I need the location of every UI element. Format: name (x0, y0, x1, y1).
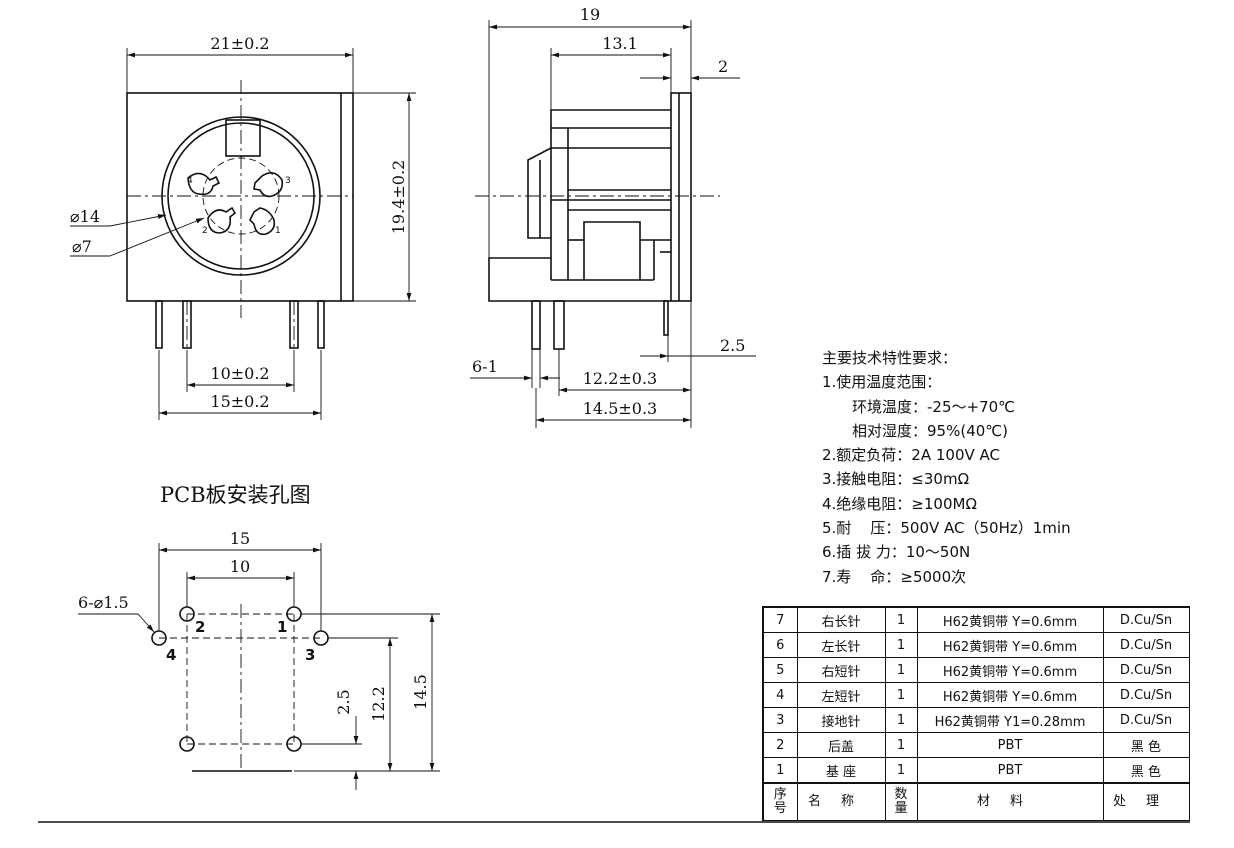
spec-line: 1.使用温度范围： (822, 373, 942, 392)
spec-line: 4.绝缘电阻：≥100MΩ (822, 494, 977, 513)
pcb-label-3: 3 (305, 646, 315, 664)
bom-cell-no: 6 (762, 632, 798, 658)
bom-cell-name: 后盖 (796, 732, 886, 758)
svg-text:4: 4 (187, 176, 193, 186)
pcb-dim-hole: 6-⌀1.5 (78, 593, 129, 612)
pcb-layout: PCB板安装孔图 1 2 3 4 15 10 6-⌀1.5 (78, 483, 440, 790)
bom-cell-qty: 1 (884, 757, 918, 784)
dim-front-10: 10±0.2 (210, 364, 269, 383)
spec-line: 相对湿度：95%(40℃) (852, 421, 1008, 440)
bom-header-material: 材料 (916, 782, 1104, 821)
pcb-dim-10: 10 (230, 557, 250, 576)
dim-side-19: 19 (580, 5, 600, 24)
bom-cell-no: 4 (762, 682, 798, 708)
bom-cell-material: PBT (916, 757, 1104, 784)
pcb-dim-15: 15 (230, 529, 250, 548)
bom-cell-material: PBT (916, 732, 1104, 758)
bom-cell-material: H62黄铜带 Y1=0.28mm (916, 707, 1104, 733)
bom-cell-name: 基 座 (796, 757, 886, 784)
bom-cell-no: 2 (762, 732, 798, 758)
dim-side-13-1: 13.1 (602, 34, 638, 53)
bom-cell-qty: 1 (884, 707, 918, 733)
bom-cell-process: D.Cu/Sn (1102, 606, 1190, 633)
spec-line: 6.插 拔 力：10～50N (822, 543, 971, 562)
dim-dia7: ⌀7 (72, 237, 92, 256)
svg-text:3: 3 (285, 176, 291, 186)
pcb-dim-14-5: 14.5 (411, 674, 430, 710)
spec-line: 3.接触电阻：≤30mΩ (822, 470, 970, 489)
pcb-dim-12-2: 12.2 (369, 686, 388, 722)
bom-cell-qty: 1 (884, 682, 918, 708)
bom-cell-name: 右长针 (796, 606, 886, 633)
dim-side-6-1: 6-1 (472, 357, 498, 376)
bom-cell-material: H62黄铜带 Y=0.6mm (916, 606, 1104, 633)
bom-cell-qty: 1 (884, 657, 918, 683)
bom-cell-process: 黑 色 (1102, 757, 1190, 784)
dim-dia14: ⌀14 (70, 207, 100, 226)
bom-cell-process: D.Cu/Sn (1102, 632, 1190, 658)
bom-cell-name: 右短针 (796, 657, 886, 683)
bom-cell-name: 左短针 (796, 682, 886, 708)
dim-front-15: 15±0.2 (210, 392, 269, 411)
spec-line: 环境温度：-25～+70℃ (852, 397, 1016, 416)
pcb-label-1: 1 (277, 618, 287, 636)
bom-cell-material: H62黄铜带 Y=0.6mm (916, 632, 1104, 658)
dim-side-2-5: 2.5 (720, 336, 745, 355)
bom-cell-material: H62黄铜带 Y=0.6mm (916, 682, 1104, 708)
side-view: 19 13.1 2 2.5 6-1 12.2±0.3 14.5±0.3 (470, 5, 756, 428)
bom-header-no: 序号 (762, 782, 798, 821)
pcb-label-4: 4 (166, 646, 176, 664)
dim-side-12-2: 12.2±0.3 (583, 369, 657, 388)
dim-side-2: 2 (718, 57, 728, 76)
bom-cell-process: 黑 色 (1102, 732, 1190, 758)
bom-cell-qty: 1 (884, 732, 918, 758)
bom-header-qty: 数量 (884, 782, 918, 821)
bom-cell-process: D.Cu/Sn (1102, 707, 1190, 733)
pcb-dim-2-5: 2.5 (334, 689, 353, 714)
bom-cell-no: 7 (762, 606, 798, 633)
bom-cell-process: D.Cu/Sn (1102, 682, 1190, 708)
bom-cell-no: 3 (762, 707, 798, 733)
bom-cell-name: 接地针 (796, 707, 886, 733)
pcb-title: PCB板安装孔图 (160, 483, 311, 507)
bom-cell-qty: 1 (884, 606, 918, 633)
bom-cell-no: 5 (762, 657, 798, 683)
svg-text:1: 1 (275, 226, 281, 236)
dim-side-14-5: 14.5±0.3 (583, 399, 657, 418)
bom-cell-no: 1 (762, 757, 798, 784)
bom-header-process: 处理 (1102, 782, 1190, 821)
dim-front-width: 21±0.2 (210, 34, 269, 53)
bom-header-row: 序号 名称 数量 材料 处理 (762, 782, 1190, 821)
technical-specs: 主要技术特性要求： 1.使用温度范围： 环境温度：-25～+70℃ 相对湿度：9… (822, 346, 1071, 589)
bom-cell-material: H62黄铜带 Y=0.6mm (916, 657, 1104, 683)
bom-cell-qty: 1 (884, 632, 918, 658)
spec-line: 5.耐 压：500V AC（50Hz）1min (822, 519, 1071, 538)
front-view: 4 3 2 1 21±0.2 19.4±0.2 ⌀14 ⌀7 (70, 34, 416, 420)
pcb-label-2: 2 (195, 618, 205, 636)
bom-cell-name: 左长针 (796, 632, 886, 658)
bom-cell-process: D.Cu/Sn (1102, 657, 1190, 683)
bom-header-name: 名称 (796, 782, 886, 821)
spec-line: 7.寿 命：≥5000次 (822, 567, 967, 586)
dim-front-height: 19.4±0.2 (389, 160, 408, 234)
specs-heading: 主要技术特性要求： (822, 349, 958, 367)
svg-text:2: 2 (202, 226, 208, 236)
spec-line: 2.额定负荷：2A 100V AC (822, 446, 1001, 465)
